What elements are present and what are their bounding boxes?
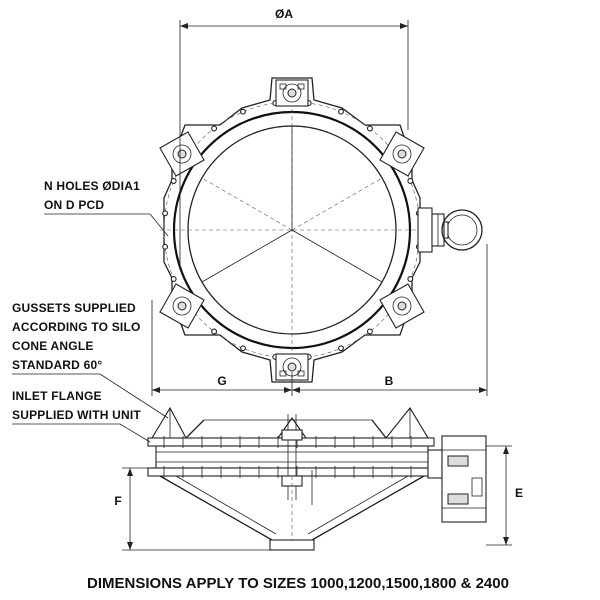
bracket-top bbox=[275, 79, 309, 107]
note-gussets-line-3: CONE ANGLE bbox=[12, 339, 94, 353]
note-flange: INLET FLANGE SUPPLIED WITH UNIT bbox=[12, 389, 151, 443]
bolt-hole bbox=[162, 243, 169, 250]
dim-a-label: ØA bbox=[275, 7, 293, 21]
plan-view bbox=[159, 77, 483, 383]
bolt-hole bbox=[240, 345, 246, 352]
drive-unit bbox=[427, 435, 487, 523]
dimension-f: F bbox=[114, 467, 272, 551]
note-holes-line-1: N HOLES ØDIA1 bbox=[44, 179, 140, 193]
bolt-hole bbox=[407, 276, 414, 282]
bolt-hole bbox=[170, 276, 177, 282]
note-holes: N HOLES ØDIA1 ON D PCD bbox=[44, 179, 169, 237]
note-gussets-line-4: STANDARD 60° bbox=[12, 358, 102, 372]
dim-g-label: G bbox=[217, 374, 226, 388]
bolt-hole bbox=[240, 108, 246, 115]
note-holes-line-2: ON D PCD bbox=[44, 198, 104, 212]
dim-f-label: F bbox=[114, 494, 121, 508]
bracket-upper-right bbox=[379, 131, 425, 177]
dimension-g-b: G B bbox=[151, 244, 488, 396]
dim-b-label: B bbox=[385, 374, 394, 388]
outlet-spout bbox=[269, 539, 315, 551]
gusset-right bbox=[384, 407, 429, 439]
caption: DIMENSIONS APPLY TO SIZES 1000,1200,1500… bbox=[87, 575, 509, 592]
bolt-hole bbox=[407, 178, 414, 184]
bracket-lower-left bbox=[159, 283, 205, 329]
gusset-left bbox=[151, 406, 187, 439]
bolt-hole bbox=[366, 125, 373, 132]
note-gussets-line-2: ACCORDING TO SILO bbox=[12, 320, 141, 334]
outlet-flange bbox=[147, 467, 435, 477]
bolt-hole bbox=[170, 178, 177, 184]
bracket-upper-left bbox=[159, 131, 205, 177]
dim-e-label: E bbox=[515, 486, 523, 500]
dimension-e: E bbox=[486, 445, 523, 546]
bolt-hole bbox=[338, 108, 344, 115]
valve-body bbox=[155, 445, 429, 469]
bracket-lower-right bbox=[379, 283, 425, 329]
bolt-hole bbox=[366, 328, 373, 335]
note-gussets: GUSSETS SUPPLIED ACCORDING TO SILO CONE … bbox=[12, 301, 169, 419]
dimension-a: ØA bbox=[179, 7, 409, 270]
side-actuator bbox=[417, 207, 483, 253]
bolt-hole bbox=[338, 345, 344, 352]
lower-cone bbox=[159, 475, 425, 541]
note-gussets-line-1: GUSSETS SUPPLIED bbox=[12, 301, 136, 315]
note-flange-line-2: SUPPLIED WITH UNIT bbox=[12, 408, 141, 422]
side-elevation bbox=[147, 406, 487, 551]
bolt-hole bbox=[211, 125, 218, 132]
note-flange-line-1: INLET FLANGE bbox=[12, 389, 102, 403]
bolt-hole bbox=[211, 328, 218, 335]
bolt-hole bbox=[162, 210, 169, 217]
